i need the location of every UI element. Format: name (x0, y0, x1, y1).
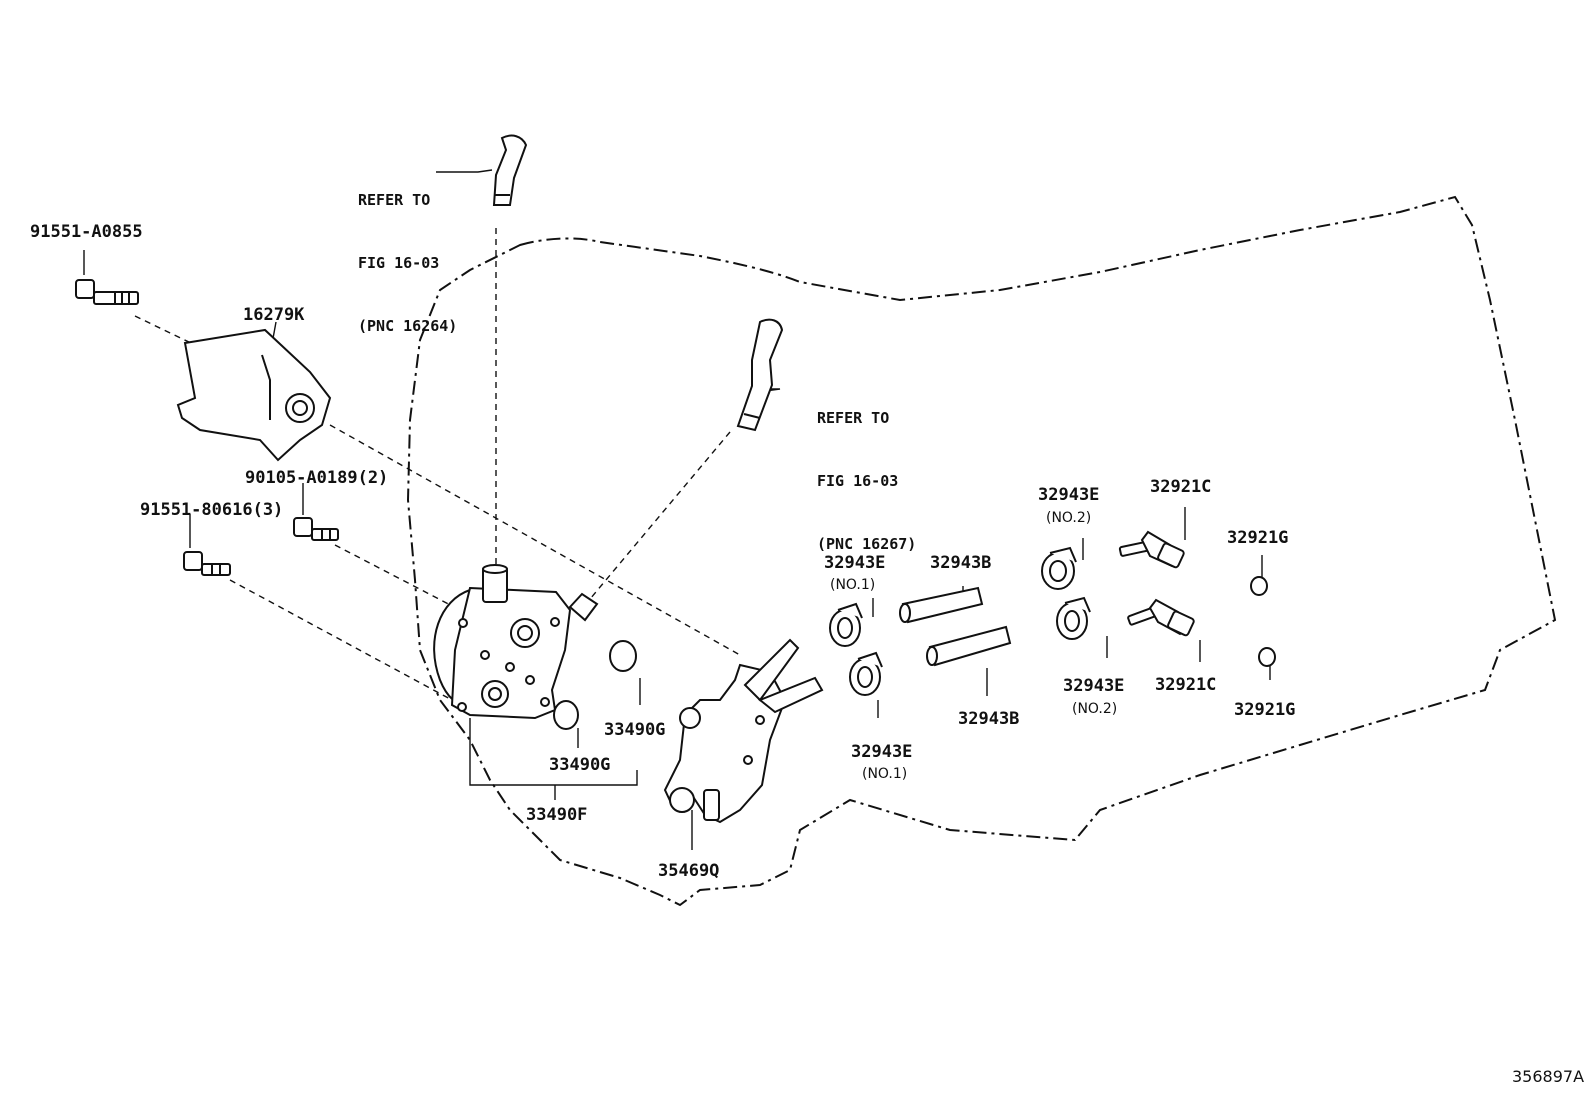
label-32921c-top: 32921C (1150, 477, 1212, 497)
clamp-32943e-no1-top (829, 602, 863, 647)
label-90105-a0189: 90105-A0189(2) (245, 468, 389, 488)
clamp-32943e-no2-top (1041, 546, 1077, 590)
label-33490g-a: 33490G (604, 720, 666, 740)
valve-32921c-bottom (1127, 598, 1195, 637)
label-no2-bottom: (NO.2) (1072, 701, 1118, 717)
label-32943b-top: 32943B (930, 553, 992, 573)
o-ring-33490g-b (553, 700, 579, 730)
label-no2-top: (NO.2) (1046, 510, 1092, 526)
refer-note-pnc-16267: REFER TO FIG 16-03 (PNC 16267) (817, 366, 916, 576)
label-33490g-b: 33490G (549, 755, 611, 775)
guide-lines (134, 228, 741, 701)
valve-32921c-top (1118, 530, 1185, 569)
o-ring-32921g-bottom (1258, 647, 1276, 667)
hose-32943b-top (899, 586, 984, 624)
refer-note-pnc-16264: REFER TO FIG 16-03 (PNC 16264) (358, 148, 457, 358)
label-91551-80616: 91551-80616(3) (140, 500, 284, 520)
refer-note-line: FIG 16-03 (817, 472, 899, 490)
bracket-35469q (663, 638, 824, 824)
label-32921g-bottom: 32921G (1234, 700, 1296, 720)
o-ring-32921g-top (1250, 576, 1268, 596)
refer-note-line: (PNC 16267) (817, 535, 917, 553)
refer-note-line: FIG 16-03 (358, 254, 440, 272)
figure-id: 356897A (1512, 1067, 1585, 1086)
label-16279k: 16279K (243, 305, 305, 325)
label-32921g-top: 32921G (1227, 528, 1289, 548)
label-32921c-bottom: 32921C (1155, 675, 1217, 695)
clamp-32943e-no1-bottom (849, 651, 883, 696)
bracket-16279k (176, 328, 332, 462)
o-ring-33490g-a (609, 640, 637, 672)
refer-note-line: (PNC 16264) (358, 317, 458, 335)
label-32943e-no2-bottom: 32943E (1063, 676, 1125, 696)
hose-32943b-bottom (926, 625, 1012, 667)
label-32943e-no1-top: 32943E (824, 553, 886, 573)
label-91551-a0855: 91551-A0855 (30, 222, 143, 242)
label-35469q: 35469Q (658, 861, 720, 881)
label-no1-top: (NO.1) (830, 577, 876, 593)
hose-pnc-16267 (736, 318, 784, 432)
label-no1-bottom: (NO.1) (862, 766, 908, 782)
refer-note-line: REFER TO (817, 409, 890, 427)
bolt-91551-a0855 (75, 279, 139, 305)
clamp-32943e-no2-bottom (1056, 596, 1091, 640)
engine-outline (406, 195, 1557, 907)
label-32943e-no2-top: 32943E (1038, 485, 1100, 505)
vacuum-pump (433, 564, 599, 720)
bolt-90105-a0189 (293, 517, 339, 541)
label-33490f: 33490F (526, 805, 588, 825)
label-32943b-bottom: 32943B (958, 709, 1020, 729)
bolt-91551-80616 (183, 551, 231, 576)
refer-note-line: REFER TO (358, 191, 431, 209)
label-32943e-no1-bottom: 32943E (851, 742, 913, 762)
